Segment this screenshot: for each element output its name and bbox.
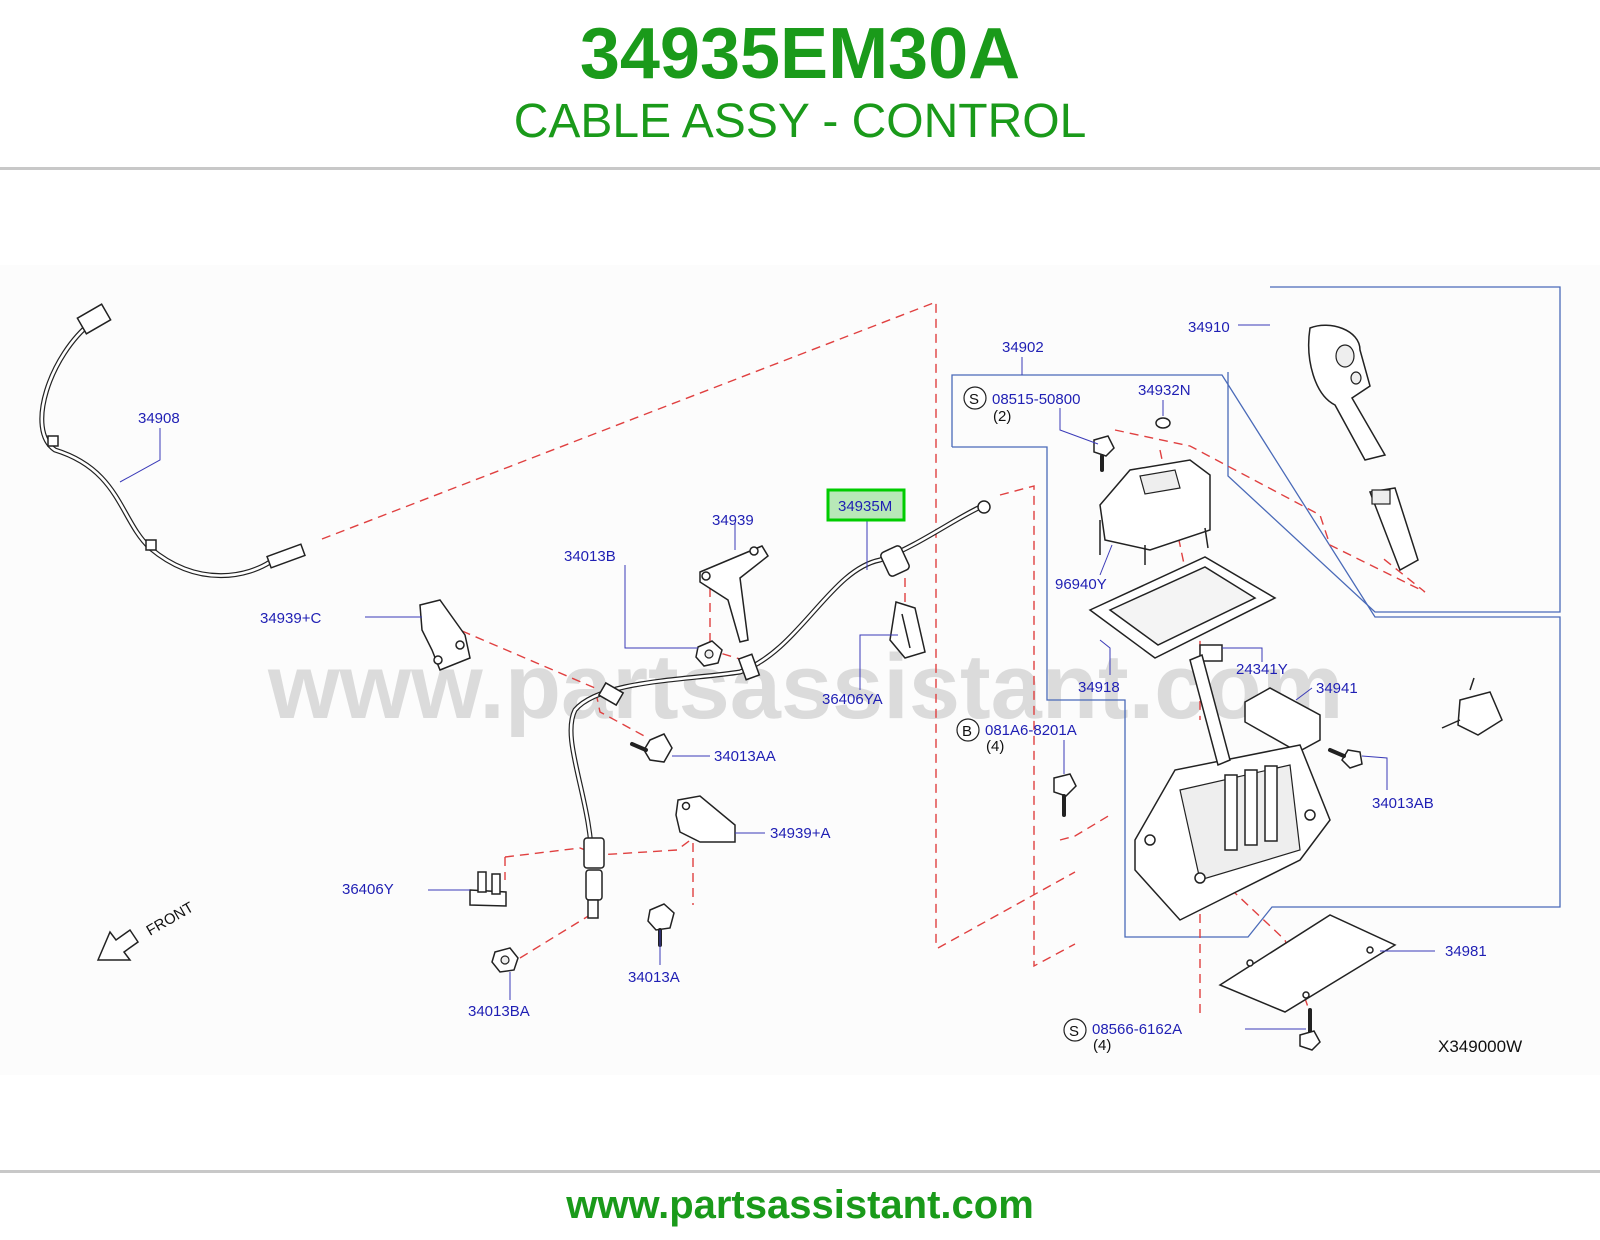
part-34910-knob	[1308, 324, 1419, 572]
part-34013ab-bolt	[1328, 748, 1363, 769]
part-number: 34935EM30A	[579, 14, 1021, 94]
label-34902[interactable]: 34902	[1002, 339, 1044, 356]
svg-text:S: S	[1069, 1023, 1079, 1040]
front-label: FRONT	[144, 899, 197, 940]
part-34013ba-nut	[491, 947, 519, 973]
leader-08515	[1059, 408, 1099, 445]
footer-divider	[0, 1170, 1600, 1173]
frame-34902	[951, 374, 1561, 938]
part-08515-screw	[1093, 435, 1115, 472]
label-34939[interactable]: 34939	[712, 512, 754, 529]
diagram-canvas: www.partsassistant.com	[39, 286, 1561, 1056]
front-arrow: FRONT	[96, 899, 197, 961]
parts-diagram: www.partsassistant.com	[0, 265, 1600, 1075]
part-34939a-bracket	[675, 795, 736, 843]
dash-mid-1	[1059, 814, 1111, 841]
label-34918[interactable]: 34918	[1078, 679, 1120, 696]
svg-text:S: S	[969, 391, 979, 408]
leader-96940y	[1099, 544, 1113, 576]
label-081a6[interactable]: 081A6-8201A	[985, 722, 1077, 739]
part-34902-shifter-base	[1134, 653, 1331, 921]
label-34941[interactable]: 34941	[1316, 680, 1358, 697]
part-34013aa-bolt	[630, 733, 673, 763]
label-34013b[interactable]: 34013B	[564, 548, 616, 565]
part-title: CABLE ASSY - CONTROL	[513, 95, 1087, 148]
part-36406ya-clip	[889, 601, 926, 659]
label-08515[interactable]: 08515-50800	[992, 391, 1080, 408]
label-08566[interactable]: 08566-6162A	[1092, 1021, 1182, 1038]
callout-b-081a6: B	[956, 718, 980, 742]
leader-34918	[1099, 639, 1111, 675]
leader-34013b	[624, 565, 698, 649]
dash-cable-right	[999, 485, 1076, 968]
leader-34941	[1295, 687, 1313, 701]
part-34013b-nut	[695, 640, 723, 667]
label-34935m[interactable]: 34935M	[838, 498, 892, 515]
dash-knob	[1114, 429, 1426, 593]
label-36406y[interactable]: 36406Y	[342, 881, 394, 898]
part-34939-bracket	[699, 545, 769, 643]
highlight-box	[826, 488, 906, 522]
part-shifter-thumbnail	[1441, 677, 1503, 736]
label-081a6-qty: (4)	[986, 738, 1004, 755]
dash-lower-3	[519, 914, 591, 959]
label-96940y[interactable]: 96940Y	[1055, 576, 1107, 593]
label-08566-qty: (4)	[1093, 1037, 1111, 1054]
part-34941-bracket	[1244, 687, 1321, 753]
label-24341y[interactable]: 24341Y	[1236, 661, 1288, 678]
leader-24341y	[1222, 647, 1263, 662]
label-34908[interactable]: 34908	[138, 410, 180, 427]
leader-34908	[119, 428, 161, 483]
dash-bracket-c	[447, 624, 649, 739]
dash-mid-2	[937, 871, 1076, 949]
part-34939c-bracket	[419, 599, 471, 671]
part-34918-plate	[1088, 556, 1277, 659]
part-36406y-clip	[469, 871, 507, 907]
svg-text:B: B	[962, 723, 972, 740]
part-24341y-connector	[1199, 644, 1223, 662]
label-34939c[interactable]: 34939+C	[260, 610, 321, 627]
footer-url[interactable]: www.partsassistant.com	[566, 1183, 1034, 1227]
callout-s-08515: S	[963, 386, 987, 410]
label-08515-qty: (2)	[993, 408, 1011, 425]
diagram-code: X349000W	[1438, 1037, 1522, 1056]
label-34939a[interactable]: 34939+A	[770, 825, 830, 842]
part-08566-bolt	[1299, 1008, 1321, 1051]
label-34932n[interactable]: 34932N	[1138, 382, 1191, 399]
part-34908-cable	[39, 303, 306, 579]
part-34013a-bolt	[647, 903, 675, 947]
page-header: 34935EM30A CABLE ASSY - CONTROL	[0, 0, 1600, 168]
label-34981[interactable]: 34981	[1445, 943, 1487, 960]
label-34910[interactable]: 34910	[1188, 319, 1230, 336]
part-34935m-cable	[568, 500, 991, 919]
part-081a6-bolt	[1053, 773, 1077, 817]
dash-cable-left	[321, 300, 937, 948]
leader-36406ya	[859, 634, 898, 690]
label-34013ba[interactable]: 34013BA	[468, 1003, 530, 1020]
part-34981-plate	[1218, 914, 1397, 1013]
label-36406ya[interactable]: 36406YA	[822, 691, 883, 708]
part-34932n-washer	[1155, 417, 1171, 429]
header-divider	[0, 167, 1600, 170]
part-96940y-cover	[1099, 459, 1211, 565]
frame-34910	[1227, 286, 1561, 613]
label-34013a[interactable]: 34013A	[628, 969, 680, 986]
label-34013ab[interactable]: 34013AB	[1372, 795, 1434, 812]
leader-34013ab	[1361, 755, 1388, 790]
callout-s-08566: S	[1063, 1018, 1087, 1042]
watermark: www.partsassistant.com	[267, 636, 1343, 738]
label-34013aa[interactable]: 34013AA	[714, 748, 776, 765]
